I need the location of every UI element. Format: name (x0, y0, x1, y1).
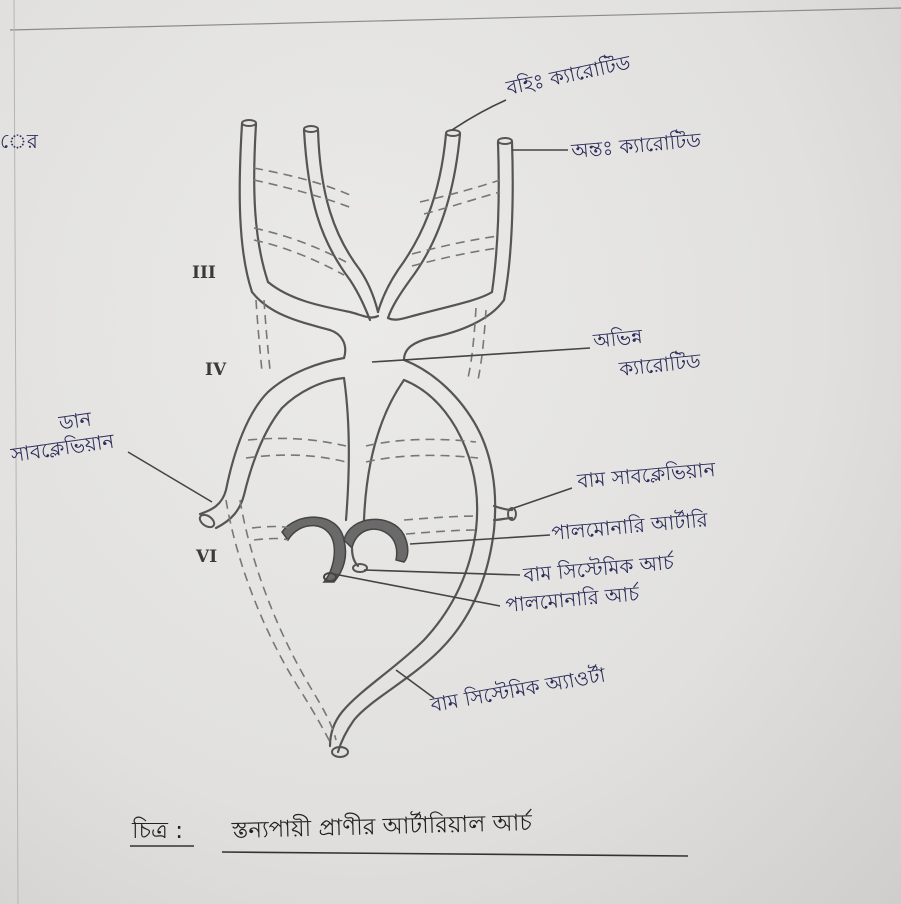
caption-title: স্তন্যপায়ী প্রাণীর আর্টারিয়াল আর্চ (230, 808, 533, 844)
label-common-carotid-line1: অভিন্ন (591, 324, 644, 353)
label-left-systemic-arch: বাম সিস্টেমিক আর্চ (521, 550, 676, 587)
common-carotid-hub (252, 282, 504, 360)
right-fourth-arch-subclavian (198, 358, 344, 530)
right-external-carotid-vessel (240, 120, 268, 292)
label-left-subclavian: বাম সাবক্লেভিয়ান (575, 457, 717, 493)
label-common-carotid-line2: ক্যারোটিড (617, 349, 702, 382)
caption-prefix: চিত্র : (131, 817, 183, 844)
leader-left-systemic-arch (364, 570, 520, 575)
page-top-rule (10, 8, 901, 30)
label-right-subclavian-line1: ডান (56, 407, 94, 436)
leader-right-subclavian (128, 452, 212, 502)
caption-title-underline (222, 852, 688, 856)
leader-pulmonary-arch (334, 574, 500, 606)
label-internal-carotid: অন্তঃ ক্যারোটিড (569, 128, 702, 163)
leader-external-carotid (452, 100, 506, 130)
label-left-margin-fragment: ের (0, 129, 39, 153)
label-external-carotid: বহিঃ ক্যারোটিড (503, 50, 633, 100)
leader-left-subclavian (514, 488, 572, 508)
label-pulmonary-artery: পালমোনারি আর্টারি (550, 507, 709, 545)
left-internal-carotid-vessel (492, 138, 513, 300)
central-trunk (344, 378, 404, 520)
leader-pulmonary-artery (410, 535, 550, 544)
left-external-carotid-vessel (378, 130, 460, 318)
arch-numeral-third: III (192, 263, 216, 283)
arch-numeral-fourth: IV (205, 360, 227, 380)
degenerated-arches-dashed (226, 168, 500, 746)
right-internal-carotid-vessel (304, 126, 378, 320)
label-left-systemic-aorta: বাম সিস্টেমিক অ্যাওর্টা (428, 662, 609, 717)
arch-numeral-sixth: VI (195, 547, 217, 567)
left-subclavian-stub (494, 506, 516, 520)
pulmonary-arch (282, 517, 408, 582)
